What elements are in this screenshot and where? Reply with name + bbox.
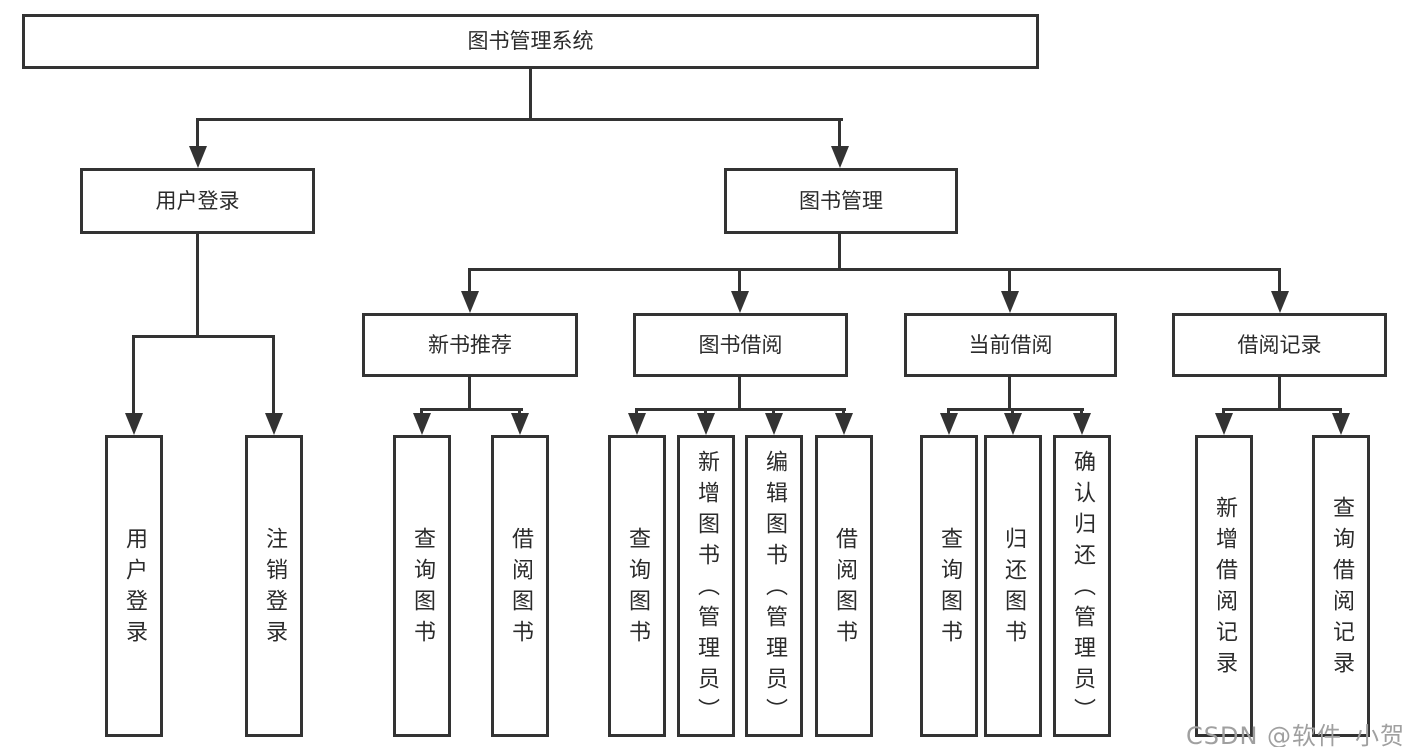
arrowhead — [1215, 413, 1233, 435]
tree-connector-line — [772, 408, 775, 416]
arrowhead — [413, 413, 431, 435]
leaf-confirm-return-admin: 确认归还（管理员） — [1053, 435, 1111, 737]
tree-connector-line — [468, 377, 471, 408]
arrowhead — [731, 291, 749, 313]
node-book-management: 图书管理 — [724, 168, 958, 234]
arrowhead — [125, 413, 143, 435]
tree-connector-line — [196, 118, 843, 121]
leaf-user-login: 用户登录 — [105, 435, 163, 737]
node-borrowing-records: 借阅记录 — [1172, 313, 1387, 377]
node-book-borrowing: 图书借阅 — [633, 313, 848, 377]
node-new-book-recommendation: 新书推荐 — [362, 313, 578, 377]
tree-connector-line — [420, 408, 523, 411]
tree-connector-line — [1080, 408, 1083, 416]
arrowhead — [835, 413, 853, 435]
node-user-login: 用户登录 — [80, 168, 315, 234]
arrowhead — [1004, 413, 1022, 435]
leaf-query-borrow-record: 查询借阅记录 — [1312, 435, 1370, 737]
tree-connector-line — [838, 118, 841, 148]
arrowhead — [1332, 413, 1350, 435]
arrowhead — [1001, 291, 1019, 313]
tree-connector-line — [947, 408, 1084, 411]
tree-connector-line — [468, 268, 1281, 271]
arrowhead — [189, 146, 207, 168]
tree-connector-line — [1278, 377, 1281, 408]
leaf-borrow-books-recommend: 借阅图书 — [491, 435, 549, 737]
tree-connector-line — [132, 335, 275, 338]
leaf-query-books-borrow: 查询图书 — [608, 435, 666, 737]
tree-connector-line — [1339, 408, 1342, 416]
watermark-text: CSDN @软件_小贺同学 — [1186, 722, 1405, 747]
tree-connector-line — [704, 408, 707, 416]
arrowhead — [765, 413, 783, 435]
tree-connector-line — [196, 234, 199, 335]
arrowhead — [265, 413, 283, 435]
tree-connector-line — [272, 335, 275, 415]
arrowhead — [461, 291, 479, 313]
tree-connector-line — [420, 408, 423, 416]
tree-connector-line — [1008, 268, 1011, 293]
tree-connector-line — [1278, 268, 1281, 293]
arrowhead — [1271, 291, 1289, 313]
leaf-add-book-admin: 新增图书（管理员） — [677, 435, 735, 737]
node-library-system: 图书管理系统 — [22, 14, 1039, 69]
leaf-logout-login: 注销登录 — [245, 435, 303, 737]
tree-connector-line — [132, 335, 135, 415]
tree-connector-line — [196, 118, 199, 148]
tree-connector-line — [738, 377, 741, 408]
tree-connector-line — [1222, 408, 1342, 411]
tree-connector-line — [635, 408, 638, 416]
tree-connector-line — [838, 234, 841, 268]
tree-connector-line — [518, 408, 521, 416]
leaf-query-books-recommend: 查询图书 — [393, 435, 451, 737]
tree-connector-line — [1222, 408, 1225, 416]
node-current-borrowing: 当前借阅 — [904, 313, 1117, 377]
arrowhead — [628, 413, 646, 435]
arrowhead — [511, 413, 529, 435]
arrowhead — [940, 413, 958, 435]
tree-connector-line — [468, 268, 471, 293]
tree-connector-line — [738, 268, 741, 293]
arrowhead — [697, 413, 715, 435]
tree-connector-line — [529, 69, 532, 120]
leaf-add-borrow-record: 新增借阅记录 — [1195, 435, 1253, 737]
leaf-borrow-books: 借阅图书 — [815, 435, 873, 737]
tree-connector-line — [635, 408, 846, 411]
tree-connector-line — [842, 408, 845, 416]
arrowhead — [831, 146, 849, 168]
leaf-return-books: 归还图书 — [984, 435, 1042, 737]
leaf-query-books-current: 查询图书 — [920, 435, 978, 737]
arrowhead — [1073, 413, 1091, 435]
tree-connector-line — [947, 408, 950, 416]
leaf-edit-book-admin: 编辑图书（管理员） — [745, 435, 803, 737]
tree-connector-line — [1008, 377, 1011, 408]
tree-connector-line — [1011, 408, 1014, 416]
